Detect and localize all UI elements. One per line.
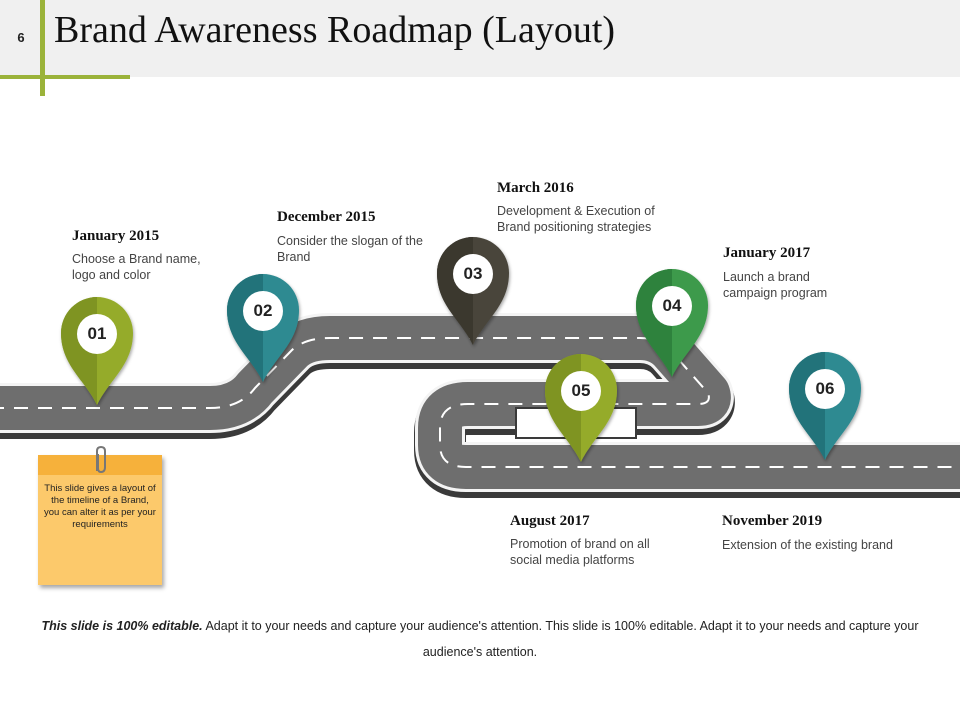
milestone-date-01: January 2015 bbox=[72, 228, 160, 244]
slide-number: 6 bbox=[17, 29, 25, 45]
sticky-note-header bbox=[38, 455, 162, 475]
slide-title: Brand Awareness Roadmap (Layout) bbox=[54, 9, 616, 51]
milestone-desc-06: Extension of the existing brand bbox=[722, 538, 893, 552]
milestone-date-06: November 2019 bbox=[722, 513, 823, 529]
milestone-number-05: 05 bbox=[561, 371, 601, 411]
milestone-number-03: 03 bbox=[453, 254, 493, 294]
milestone-number-06: 06 bbox=[805, 369, 845, 409]
milestone-number-02: 02 bbox=[243, 291, 283, 331]
milestone-date-02: December 2015 bbox=[277, 209, 376, 225]
accent-bar-horizontal bbox=[0, 75, 130, 79]
sticky-note-text: This slide gives a layout of the timelin… bbox=[44, 483, 156, 530]
footer-body-text: Adapt it to your needs and capture your … bbox=[202, 619, 919, 659]
milestone-desc-01: Choose a Brand name, logo and color bbox=[72, 252, 201, 282]
milestone-desc-03: Development & Execution of Brand positio… bbox=[497, 204, 655, 234]
milestone-number-04: 04 bbox=[652, 286, 692, 326]
paperclip-icon bbox=[96, 445, 106, 474]
title-bar bbox=[0, 0, 960, 77]
accent-bar-vertical bbox=[40, 0, 45, 96]
sticky-note: This slide gives a layout of the timelin… bbox=[38, 455, 164, 589]
sticky-note-body bbox=[38, 455, 162, 585]
milestone-desc-04: Launch a brand campaign program bbox=[723, 270, 828, 300]
milestone-number-01: 01 bbox=[77, 314, 117, 354]
footer-text: This slide is 100% editable. Adapt it to… bbox=[40, 613, 920, 665]
milestone-desc-02: Consider the slogan of the Brand bbox=[277, 234, 423, 264]
milestone-date-05: August 2017 bbox=[510, 513, 590, 529]
milestone-date-03: March 2016 bbox=[497, 180, 574, 196]
milestone-date-04: January 2017 bbox=[723, 245, 811, 261]
footer-bold-text: This slide is 100% editable. bbox=[41, 619, 203, 633]
milestone-desc-05: Promotion of brand on all social media p… bbox=[510, 537, 650, 567]
